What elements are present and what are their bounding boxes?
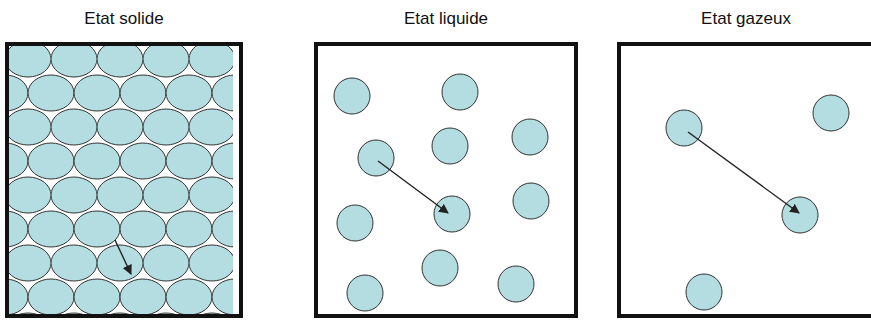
container-frame bbox=[617, 42, 871, 318]
solid-particles bbox=[7, 44, 233, 316]
container-frame bbox=[314, 42, 578, 318]
panel-heading: Etat solide bbox=[5, 8, 243, 30]
state-panel: Etat liquide bbox=[314, 8, 578, 318]
gas-particles bbox=[666, 95, 849, 310]
liquid-particles bbox=[334, 74, 549, 311]
motion-arrow bbox=[688, 132, 799, 213]
motion-arrow bbox=[378, 161, 448, 213]
panel-heading: Etat gazeux bbox=[617, 8, 871, 30]
state-panel: Etat gazeux bbox=[617, 8, 871, 318]
container-frame bbox=[5, 42, 243, 318]
panel-heading: Etat liquide bbox=[314, 8, 578, 30]
state-panel: Etat solide bbox=[5, 8, 243, 318]
motion-arrow bbox=[115, 240, 131, 274]
